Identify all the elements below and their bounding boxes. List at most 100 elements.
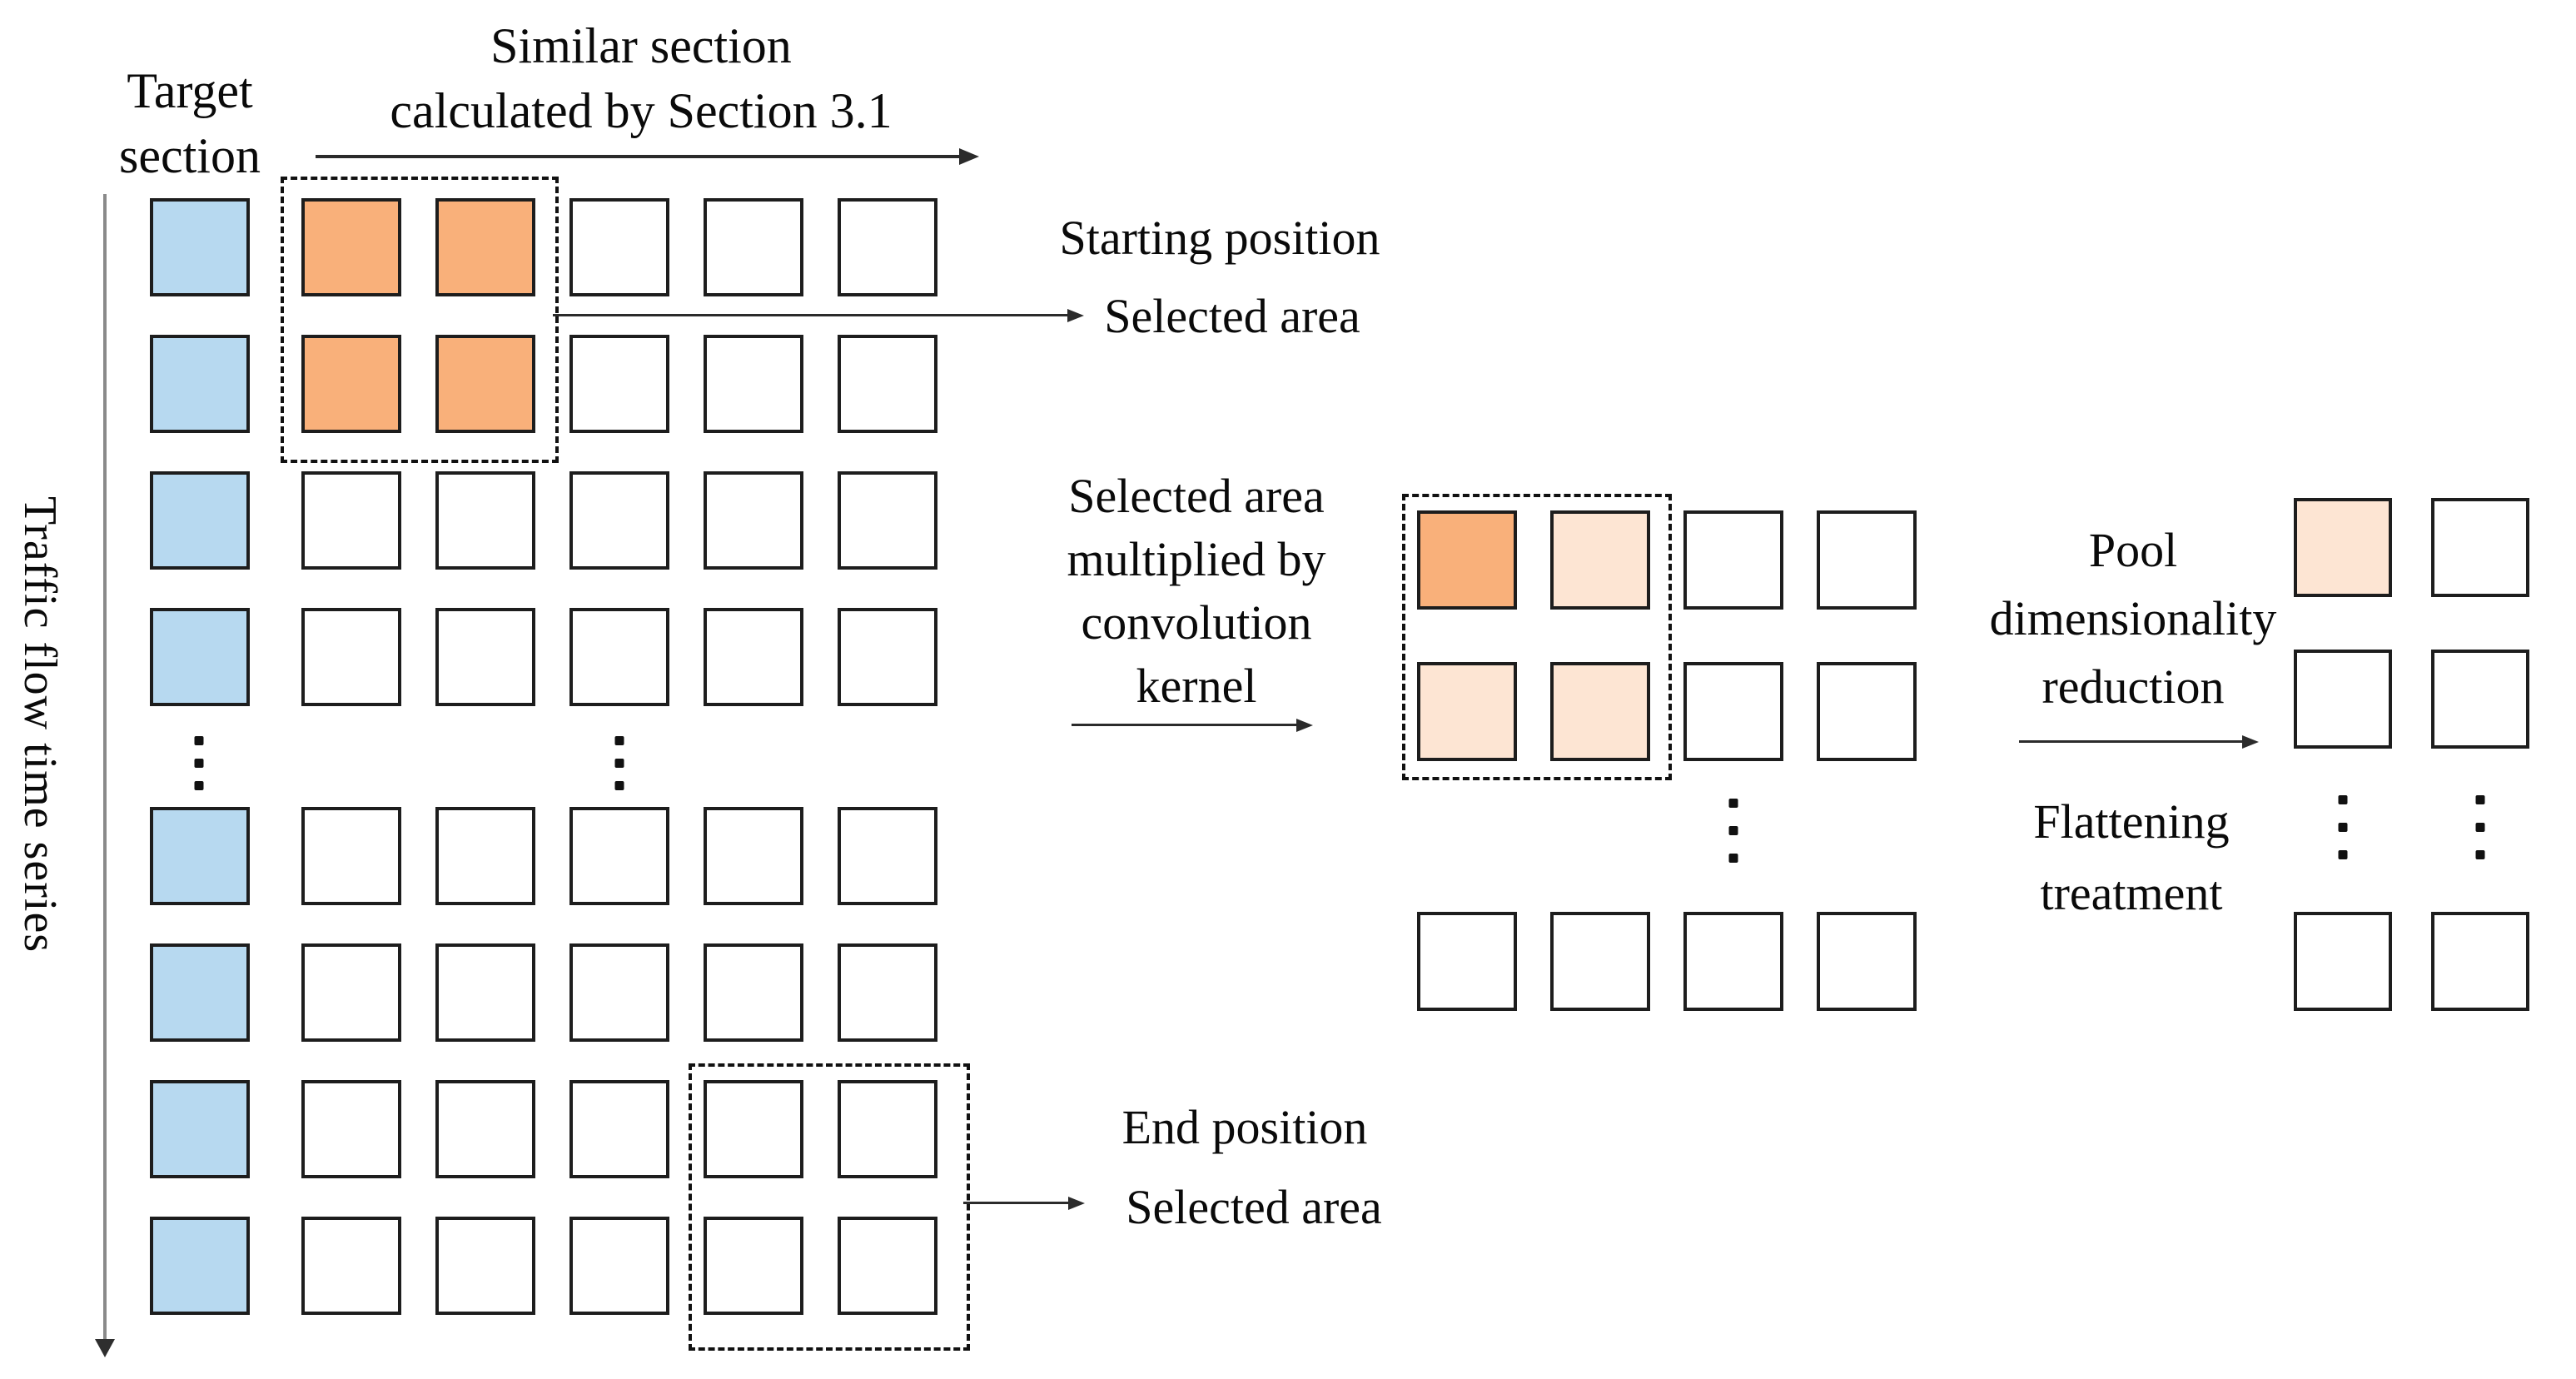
pool-arrow-line — [2019, 740, 2244, 743]
pool-arrowhead-icon — [2242, 735, 2259, 749]
grid-cell-empty — [838, 335, 937, 433]
target-section-line2: section — [119, 128, 261, 183]
grid-cell-selected — [301, 335, 401, 433]
grid-cell-empty — [569, 608, 669, 706]
start-selected-arrow-line — [553, 314, 1069, 316]
grid-cell-empty — [569, 1080, 669, 1178]
kernel-selection-box — [1402, 494, 1672, 780]
vertical-ellipsis-icon — [614, 729, 624, 797]
grid-cell-empty — [1550, 912, 1650, 1011]
pool-line1: Pool — [2088, 523, 2178, 577]
grid-cell-empty — [704, 198, 803, 296]
similar-section-line2: calculated by Section 3.1 — [390, 83, 893, 138]
vertical-ellipsis-icon — [2338, 786, 2348, 869]
end-selection-box — [689, 1063, 970, 1351]
similar-axis-arrow-line — [316, 155, 961, 158]
grid-cell-selected — [435, 198, 535, 296]
end-selected-arrow-line — [963, 1202, 1070, 1204]
similar-axis-arrowhead-icon — [959, 148, 979, 165]
grid-cell-empty — [838, 608, 937, 706]
starting-selected-area-label: Selected area — [1104, 289, 1360, 343]
grid-cell-empty — [569, 471, 669, 570]
grid-cell-empty — [704, 335, 803, 433]
grid-cell-empty — [838, 943, 937, 1042]
pool-label: Pool dimensionality reduction — [1990, 516, 2277, 721]
grid-cell-target — [150, 198, 250, 296]
convolution-line4: kernel — [1136, 659, 1257, 713]
convolution-label: Selected area multiplied by convolution … — [1067, 465, 1326, 718]
vertical-ellipsis-icon — [1728, 789, 1738, 872]
grid-cell-empty — [569, 807, 669, 905]
grid-cell-empty — [704, 608, 803, 706]
grid-cell-empty — [1683, 912, 1783, 1011]
grid-cell-kernel — [2294, 498, 2392, 597]
grid-cell-kernel — [1550, 510, 1650, 610]
grid-cell-selected — [435, 335, 535, 433]
grid-cell-empty — [2431, 650, 2529, 749]
grid-cell-empty — [2294, 650, 2392, 749]
grid-cell-empty — [1683, 662, 1783, 761]
grid-cell-empty — [569, 335, 669, 433]
grid-cell-empty — [838, 1217, 937, 1315]
pool-line2: dimensionality — [1989, 591, 2277, 645]
grid-cell-empty — [838, 471, 937, 570]
grid-cell-target — [150, 943, 250, 1042]
grid-cell-selected — [301, 198, 401, 296]
grid-cell-empty — [1417, 912, 1517, 1011]
grid-cell-empty — [704, 471, 803, 570]
grid-cell-empty — [704, 943, 803, 1042]
time-axis-arrowhead-icon — [95, 1339, 115, 1357]
convolution-line2: multiplied by — [1067, 532, 1326, 586]
grid-cell-empty — [435, 943, 535, 1042]
grid-cell-empty — [2431, 912, 2529, 1011]
grid-cell-empty — [569, 198, 669, 296]
starting-position-label: Starting position — [1059, 211, 1380, 265]
target-section-line1: Target — [127, 63, 253, 118]
grid-cell-empty — [301, 807, 401, 905]
grid-cell-empty — [435, 608, 535, 706]
time-axis-line — [103, 194, 107, 1343]
grid-cell-empty — [301, 471, 401, 570]
grid-cell-empty — [301, 608, 401, 706]
convolution-line1: Selected area — [1068, 469, 1325, 523]
start-selection-box — [281, 177, 559, 463]
flattening-label: Flattening treatment — [2033, 786, 2229, 929]
similar-section-label: Similar section calculated by Section 3.… — [390, 13, 892, 143]
grid-cell-target — [150, 1217, 250, 1315]
time-axis-label: Traffic flow time series — [14, 496, 66, 953]
grid-cell-target — [150, 1080, 250, 1178]
end-selected-area-label: Selected area — [1126, 1180, 1382, 1234]
grid-cell-empty — [569, 943, 669, 1042]
start-selected-arrowhead-icon — [1067, 309, 1084, 322]
grid-cell-empty — [435, 471, 535, 570]
grid-cell-empty — [838, 807, 937, 905]
grid-cell-empty — [435, 1217, 535, 1315]
target-section-label: Target section — [119, 58, 261, 188]
grid-cell-target — [150, 335, 250, 433]
flattening-line2: treatment — [2040, 866, 2223, 920]
pool-line3: reduction — [2041, 660, 2225, 714]
grid-cell-empty — [2294, 912, 2392, 1011]
grid-cell-empty — [704, 1080, 803, 1178]
grid-cell-empty — [435, 1080, 535, 1178]
grid-cell-target — [150, 608, 250, 706]
grid-cell-empty — [704, 807, 803, 905]
grid-cell-empty — [1817, 662, 1917, 761]
grid-cell-empty — [301, 1217, 401, 1315]
grid-cell-empty — [838, 198, 937, 296]
grid-cell-selected — [1417, 510, 1517, 610]
vertical-ellipsis-icon — [194, 729, 204, 797]
grid-cell-kernel — [1550, 662, 1650, 761]
convolution-arrow-line — [1072, 724, 1298, 726]
end-position-label: End position — [1121, 1100, 1368, 1154]
grid-cell-target — [150, 807, 250, 905]
grid-cell-empty — [838, 1080, 937, 1178]
grid-cell-target — [150, 471, 250, 570]
grid-cell-empty — [704, 1217, 803, 1315]
grid-cell-empty — [1817, 912, 1917, 1011]
end-selected-arrowhead-icon — [1068, 1197, 1085, 1210]
grid-cell-empty — [1683, 510, 1783, 610]
grid-cell-empty — [435, 807, 535, 905]
vertical-ellipsis-icon — [2475, 786, 2485, 869]
